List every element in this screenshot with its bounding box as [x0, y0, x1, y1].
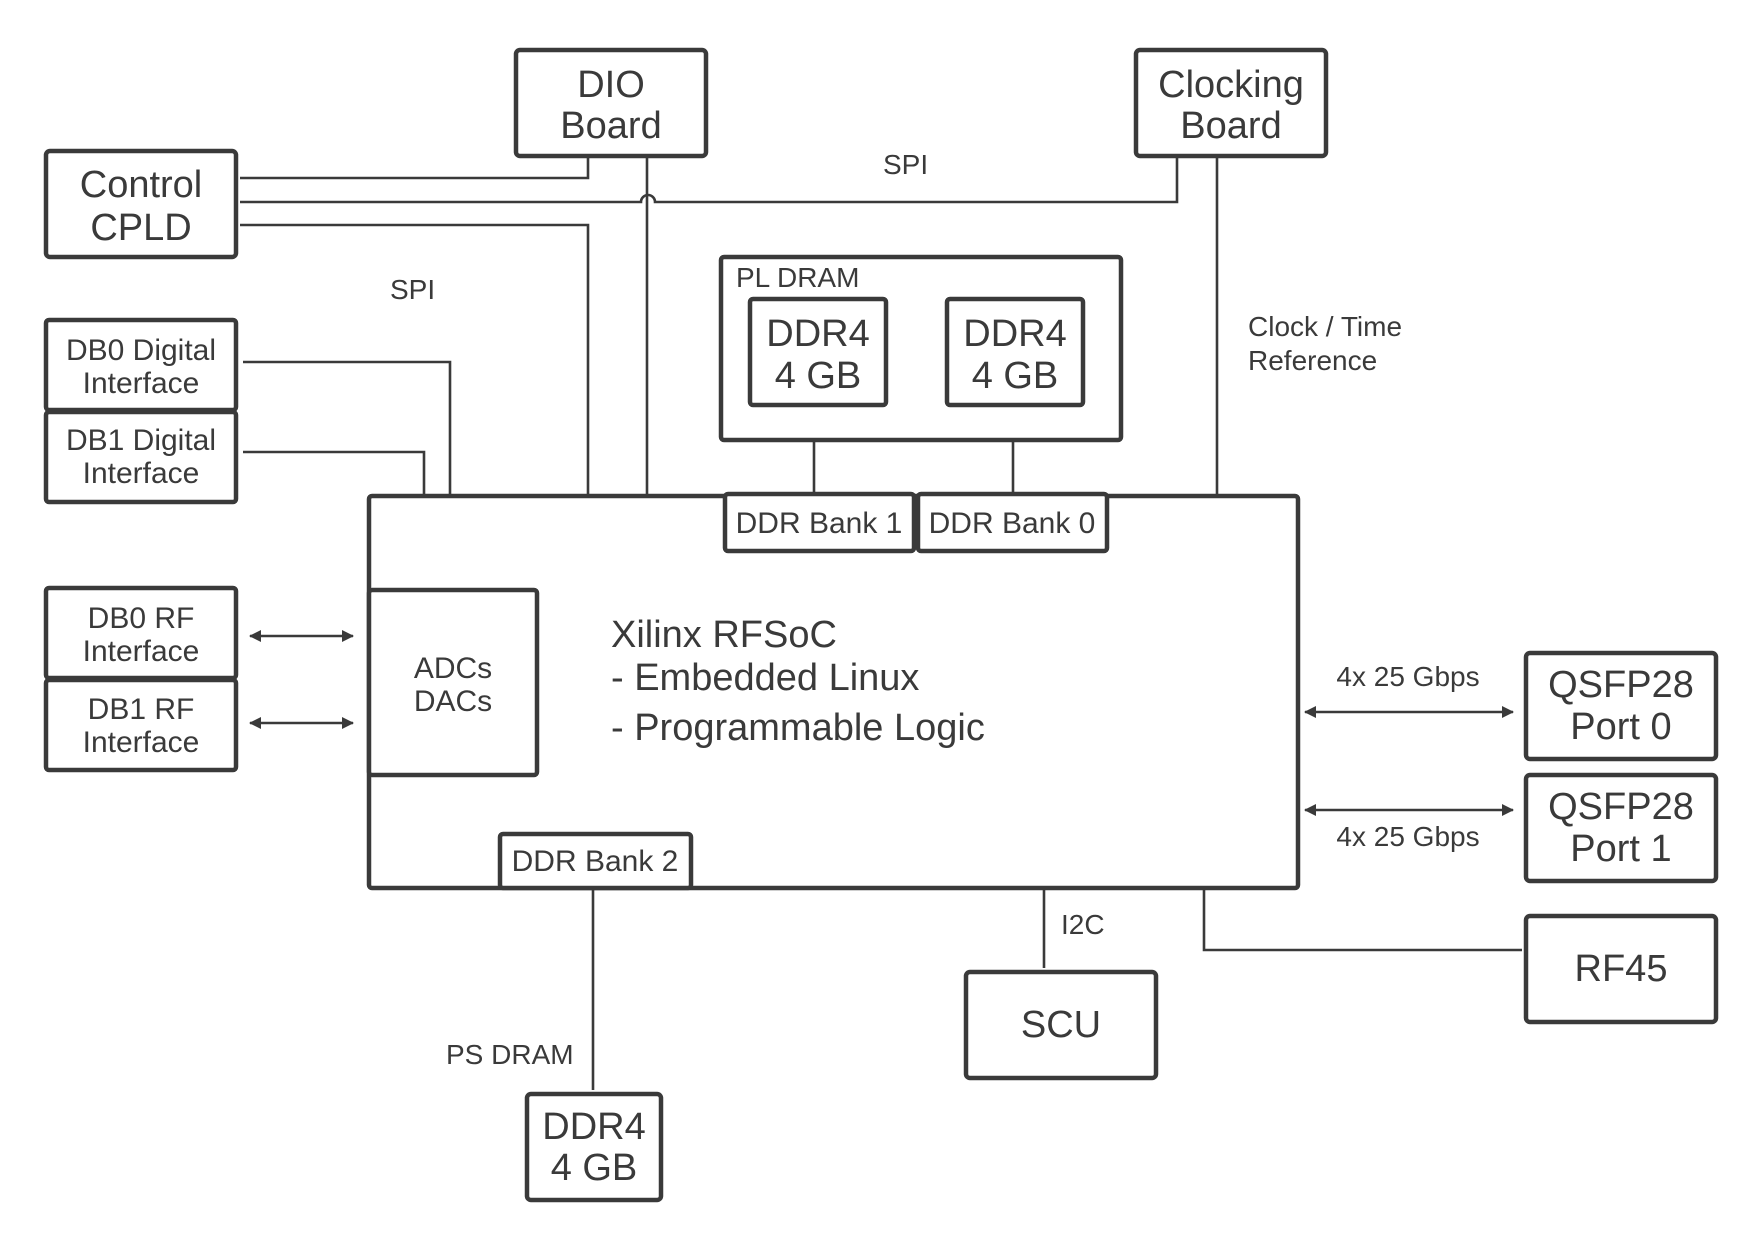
ddr-bank-1: DDR Bank 1 [722, 491, 917, 554]
db0-rf-line-2: Interface [83, 635, 200, 668]
adcs-dacs: ADCs DACs [366, 587, 540, 778]
ps-dram-label: PS DRAM [446, 1039, 574, 1070]
pl-ddr4-right: DDR4 4 GB [944, 296, 1086, 408]
rf45: RF45 [1523, 913, 1719, 1025]
qsfp0-rate-label: 4x 25 Gbps [1336, 661, 1479, 692]
rfsoc-line-programmable-logic: - Programmable Logic [611, 707, 985, 749]
db0-digital-line-1: DB0 Digital [66, 334, 216, 367]
ddr-bank-0: DDR Bank 0 [915, 491, 1110, 554]
pl-ddr4-left: DDR4 4 GB [747, 296, 889, 408]
scu-label: SCU [1021, 1004, 1101, 1046]
db0-digital-line-2: Interface [83, 367, 200, 400]
control-cpld: Control CPLD [43, 148, 239, 260]
qsfp-port-0-line-2: Port 0 [1570, 706, 1671, 748]
pl-dram-title: PL DRAM [736, 262, 859, 293]
qsfp-port-1-line-2: Port 1 [1570, 828, 1671, 870]
ddr-bank-1-label: DDR Bank 1 [736, 507, 903, 540]
scu: SCU [963, 969, 1159, 1081]
wire-cpld-rfsoc-spi [240, 223, 590, 494]
clocking-board-line-1: Clocking [1158, 64, 1304, 106]
ddr-bank-2: DDR Bank 2 [497, 831, 694, 891]
xilinx-rfsoc: Xilinx RFSoC - Embedded Linux - Programm… [366, 493, 1301, 891]
dio-board-line-1: DIO [577, 64, 645, 106]
i2c-label: I2C [1061, 909, 1105, 940]
rfsoc-title: Xilinx RFSoC [611, 614, 837, 656]
dacs-label: DACs [414, 685, 492, 718]
ddr-bank-2-label: DDR Bank 2 [512, 845, 679, 878]
qsfp-port-0-line-1: QSFP28 [1548, 664, 1694, 706]
ps-ddr4: DDR4 4 GB [524, 1091, 664, 1203]
clocking-board: Clocking Board [1133, 47, 1329, 159]
dio-board: DIO Board [513, 47, 709, 159]
control-cpld-line-2: CPLD [90, 207, 191, 249]
pl-ddr4-left-line-2: 4 GB [775, 355, 862, 397]
db1-rf-line-1: DB1 RF [88, 693, 195, 726]
db0-digital-interface: DB0 Digital Interface [43, 317, 239, 413]
pl-dram: PL DRAM DDR4 4 GB DDR4 4 GB [718, 254, 1124, 443]
ps-ddr4-line-2: 4 GB [551, 1147, 638, 1189]
qsfp-port-1-line-1: QSFP28 [1548, 786, 1694, 828]
qsfp28-port-0: QSFP28 Port 0 [1523, 650, 1719, 762]
qsfp28-port-1: QSFP28 Port 1 [1523, 772, 1719, 884]
wire-cpld-clocking-spi [240, 158, 1179, 204]
ddr-bank-0-label: DDR Bank 0 [929, 507, 1096, 540]
spi-top-label: SPI [883, 149, 928, 180]
wire-db0-digital [243, 360, 452, 494]
db1-rf-interface: DB1 RF Interface [43, 677, 239, 773]
db1-digital-line-2: Interface [83, 457, 200, 490]
clocking-board-line-2: Board [1180, 105, 1281, 147]
wire-db1-digital [243, 450, 426, 494]
pl-ddr4-left-line-1: DDR4 [766, 313, 869, 355]
control-cpld-line-1: Control [80, 164, 203, 206]
qsfp1-rate-label: 4x 25 Gbps [1336, 821, 1479, 852]
pl-ddr4-right-line-2: 4 GB [972, 355, 1059, 397]
connections [240, 156, 1522, 1090]
adcs-label: ADCs [414, 652, 492, 685]
clock-time-reference-line-2: Reference [1248, 345, 1377, 376]
ps-ddr4-line-1: DDR4 [542, 1106, 645, 1148]
wire-rfsoc-rf45 [1202, 885, 1522, 952]
db1-digital-interface: DB1 Digital Interface [43, 409, 239, 505]
rf45-label: RF45 [1575, 948, 1668, 990]
db0-rf-interface: DB0 RF Interface [43, 585, 239, 681]
clock-time-reference-line-1: Clock / Time [1248, 311, 1402, 342]
pl-ddr4-right-line-1: DDR4 [963, 313, 1066, 355]
db1-rf-line-2: Interface [83, 726, 200, 759]
dio-board-line-2: Board [560, 105, 661, 147]
wire-cpld-dio [240, 156, 590, 180]
spi-left-label: SPI [390, 274, 435, 305]
db0-rf-line-1: DB0 RF [88, 602, 195, 635]
db1-digital-line-1: DB1 Digital [66, 424, 216, 457]
rfsoc-line-embedded-linux: - Embedded Linux [611, 657, 919, 699]
